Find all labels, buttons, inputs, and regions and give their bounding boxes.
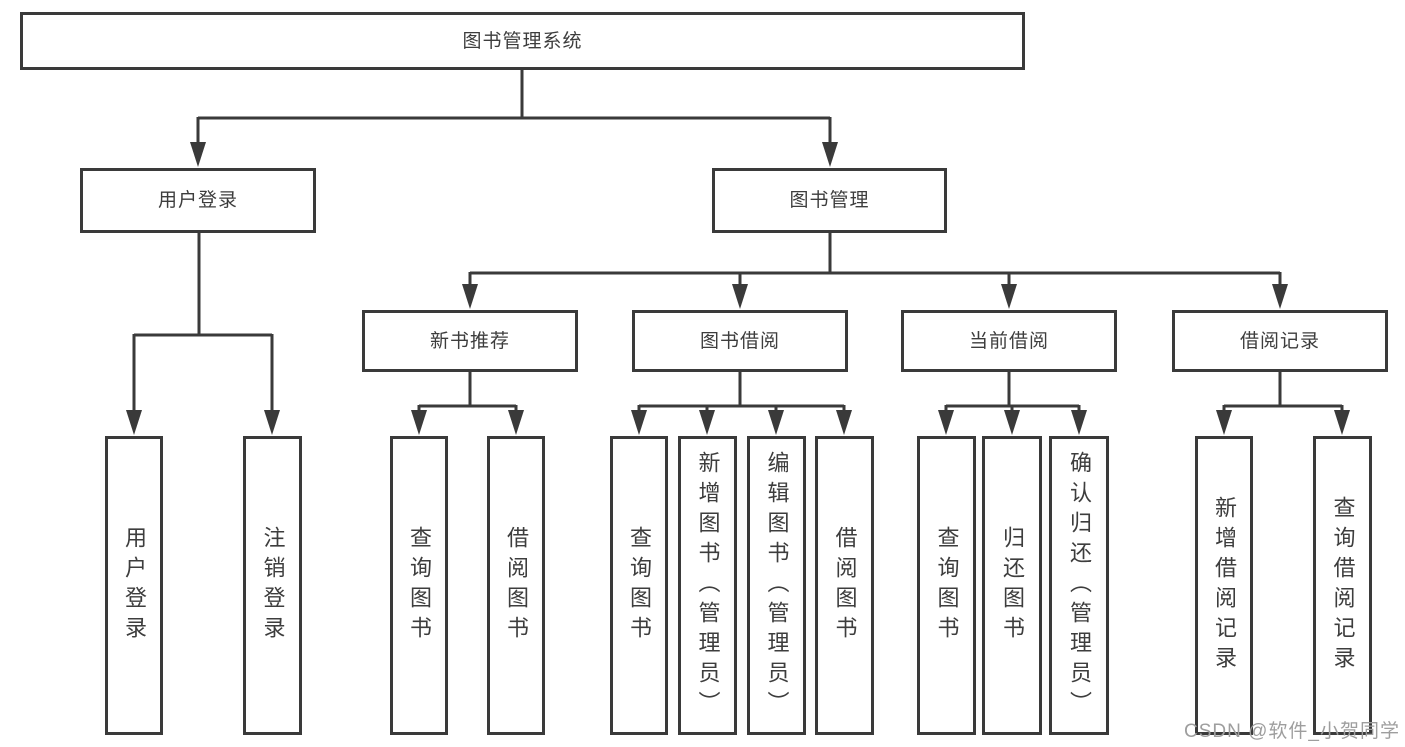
leaf-logout-login: 注销登录 bbox=[243, 436, 302, 735]
leaf-query-books-borrowing: 查询图书 bbox=[610, 436, 668, 735]
leaf-return-books: 归还图书 bbox=[982, 436, 1042, 735]
node-book-borrowing: 图书借阅 bbox=[632, 310, 848, 372]
leaf-query-books-newrec: 查询图书 bbox=[390, 436, 448, 735]
leaf-add-borrow-record: 新增借阅记录 bbox=[1195, 436, 1253, 735]
leaf-borrow-books-newrec: 借阅图书 bbox=[487, 436, 545, 735]
leaf-query-books-current: 查询图书 bbox=[917, 436, 976, 735]
leaf-query-borrow-record: 查询借阅记录 bbox=[1313, 436, 1372, 735]
leaf-user-login: 用户登录 bbox=[105, 436, 163, 735]
node-borrowing-records: 借阅记录 bbox=[1172, 310, 1388, 372]
node-current-borrowing: 当前借阅 bbox=[901, 310, 1117, 372]
leaf-edit-books-admin: 编辑图书（管理员） bbox=[747, 436, 806, 735]
leaf-add-books-admin: 新增图书（管理员） bbox=[678, 436, 737, 735]
node-new-book-recommendation: 新书推荐 bbox=[362, 310, 578, 372]
node-library-management-system: 图书管理系统 bbox=[20, 12, 1025, 70]
csdn-watermark: CSDN @软件_小贺同学 bbox=[1184, 721, 1400, 742]
node-user-login: 用户登录 bbox=[80, 168, 316, 233]
leaf-confirm-return-admin: 确认归还（管理员） bbox=[1049, 436, 1109, 735]
node-book-management: 图书管理 bbox=[712, 168, 947, 233]
leaf-borrow-books-borrowing: 借阅图书 bbox=[815, 436, 874, 735]
arrowheads bbox=[126, 142, 1350, 435]
